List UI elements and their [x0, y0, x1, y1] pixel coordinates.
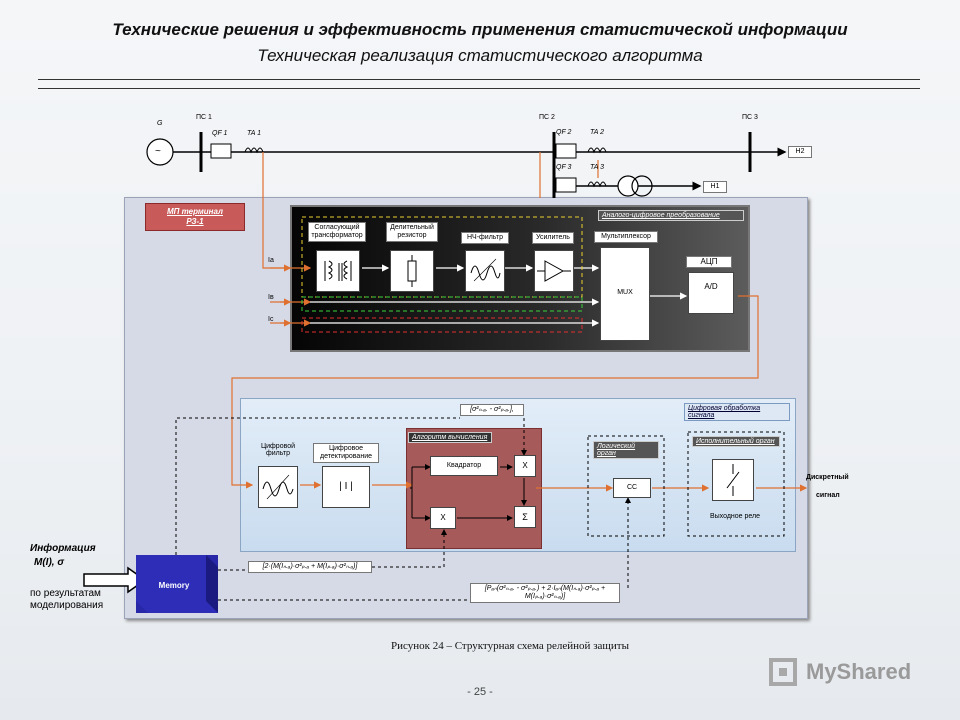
abs-value-block: | I | — [322, 466, 370, 508]
figure-caption: Рисунок 24 – Структурная схема релейной … — [391, 640, 629, 652]
lpf-block — [465, 250, 505, 292]
memory-block: Memory — [136, 555, 218, 613]
mux-block: MUX — [600, 247, 650, 341]
lpf-label: НЧ-фильтр — [461, 232, 509, 244]
digital-filter-label: Цифровой фильтр — [260, 443, 296, 457]
formula-bottom-line2: M(Iₚ.ₐ)·σ²ₙ.ₐ)] — [524, 593, 566, 600]
resistor-icon — [407, 255, 417, 287]
ta2-coil — [587, 147, 607, 154]
output-relay-block — [712, 459, 754, 501]
mp-terminal-label: МП терминал РЗ-1 — [145, 203, 245, 231]
qf1-label: QF 1 — [212, 130, 228, 137]
multiplier-2-block: X — [430, 507, 456, 529]
info-title: Информация — [30, 543, 96, 554]
ad-block: A/D — [688, 272, 734, 314]
exec-organ-label: Исполнительный орган — [692, 436, 780, 447]
formula-bottom-line1: [Pₐₙ(σ²ₙ.ₐ. - σ²ₚ.ₐ.) + 2·Iₐₙ(M(Iₙ.ₐ)·σ²… — [484, 585, 606, 592]
ta3-label: TA 3 — [590, 164, 605, 171]
current-a-label: Iа — [268, 257, 274, 264]
ta3-coil — [587, 181, 607, 188]
breaker-qf1 — [210, 143, 232, 159]
info-params: M(I), σ — [34, 557, 64, 568]
cc-block: СС — [613, 478, 651, 498]
header-rule-top — [38, 79, 920, 80]
watermark-text: MyShared — [806, 659, 912, 684]
channel-c-group — [301, 317, 583, 333]
current-b-label: Iв — [268, 294, 274, 301]
watermark: MyShared — [768, 655, 928, 691]
output-relay-label: Выходное реле — [709, 513, 761, 520]
logic-organ-group — [587, 435, 665, 537]
channel-b-group — [301, 296, 583, 312]
power-grid — [146, 132, 787, 198]
divider-resistor-label: Делительный резистор — [386, 222, 438, 242]
sum-block: Σ — [514, 506, 536, 528]
formula-bottom: [Pₐₙ(σ²ₙ.ₐ. - σ²ₚ.ₐ.) + 2·Iₐₙ(M(Iₙ.ₐ)·σ²… — [470, 583, 620, 603]
info-source-line2: моделирования — [30, 600, 104, 611]
h2-label: H2 — [788, 146, 812, 158]
watermark-logo-icon — [769, 658, 797, 686]
mp-terminal-line1: МП терминал — [166, 207, 224, 216]
header-rule-bottom — [38, 88, 920, 89]
digital-filter-block — [258, 466, 298, 508]
adc-label: АЦП — [686, 256, 732, 268]
ps1-label: ПС 1 — [196, 114, 212, 121]
discrete-signal-line1: Дискретный — [806, 474, 849, 481]
square-block: Квадратор — [430, 456, 498, 476]
multiplexer-label: Мультиплексор — [594, 231, 658, 243]
current-c-label: Iс — [268, 316, 274, 323]
page-number: - 25 - — [467, 686, 493, 698]
generator-symbol: ~ — [155, 146, 161, 157]
ps3-label: ПС 3 — [742, 114, 758, 121]
formula-top: [σ²ₙ.ₐ. - σ²ₚ.ₐ.], — [460, 404, 524, 416]
divider-resistor-block — [390, 250, 434, 292]
amplifier-label: Усилитель — [532, 232, 574, 244]
formula-mid: [2·(M(Iₙ.ₐ)·σ²ₚ.ₐ + M(Iₚ.ₐ)·σ²ₙ.ₐ)] — [248, 561, 372, 573]
h1-label: H1 — [703, 181, 727, 193]
lowpass-wave-icon — [470, 258, 501, 282]
qf3-label: QF 3 — [556, 164, 572, 171]
multiplier-1-block: X — [514, 455, 536, 477]
discrete-signal-line2: сигнал — [816, 492, 840, 499]
algorithm-label: Алгоритм вычисления — [408, 432, 492, 443]
digital-detect-label: Цифровое детектирование — [313, 443, 379, 463]
ta1-coil — [244, 147, 264, 154]
matching-transformer-block — [316, 250, 360, 292]
ps2-label: ПС 2 — [539, 114, 555, 121]
analog-section-label: Аналого-цифровое преобразование — [598, 210, 744, 221]
logic-organ-label: Логический орган — [593, 441, 659, 459]
mp-terminal-line2: РЗ-1 — [186, 217, 204, 226]
ta2-label: TA 2 — [590, 129, 605, 136]
ta1-label: TA 1 — [247, 130, 262, 137]
slide-title: Технические решения и эффективность прим… — [112, 20, 848, 39]
info-source-line1: по результатам — [30, 588, 101, 599]
amplifier-block — [534, 250, 574, 292]
breaker-qf3 — [555, 177, 577, 193]
slide-subtitle: Техническая реализация статистического а… — [257, 46, 703, 65]
filter-wave-icon — [262, 474, 294, 500]
digital-section-label: Цифровая обработка сигнала — [684, 403, 790, 421]
qf2-label: QF 2 — [556, 129, 572, 136]
transformer-coil-icon — [324, 260, 352, 281]
analog-digital-panel — [290, 205, 750, 352]
relay-switch-icon — [726, 464, 740, 496]
exec-organ-group — [687, 431, 785, 537]
matching-transformer-label: Согласующий трансформатор — [308, 222, 366, 242]
memory-label: Memory — [158, 581, 190, 590]
amplifier-triangle-icon — [537, 260, 571, 282]
generator-label: G — [157, 120, 163, 127]
algorithm-panel — [406, 428, 542, 549]
memory-3d-icon — [136, 555, 218, 613]
breaker-qf2 — [555, 143, 577, 159]
